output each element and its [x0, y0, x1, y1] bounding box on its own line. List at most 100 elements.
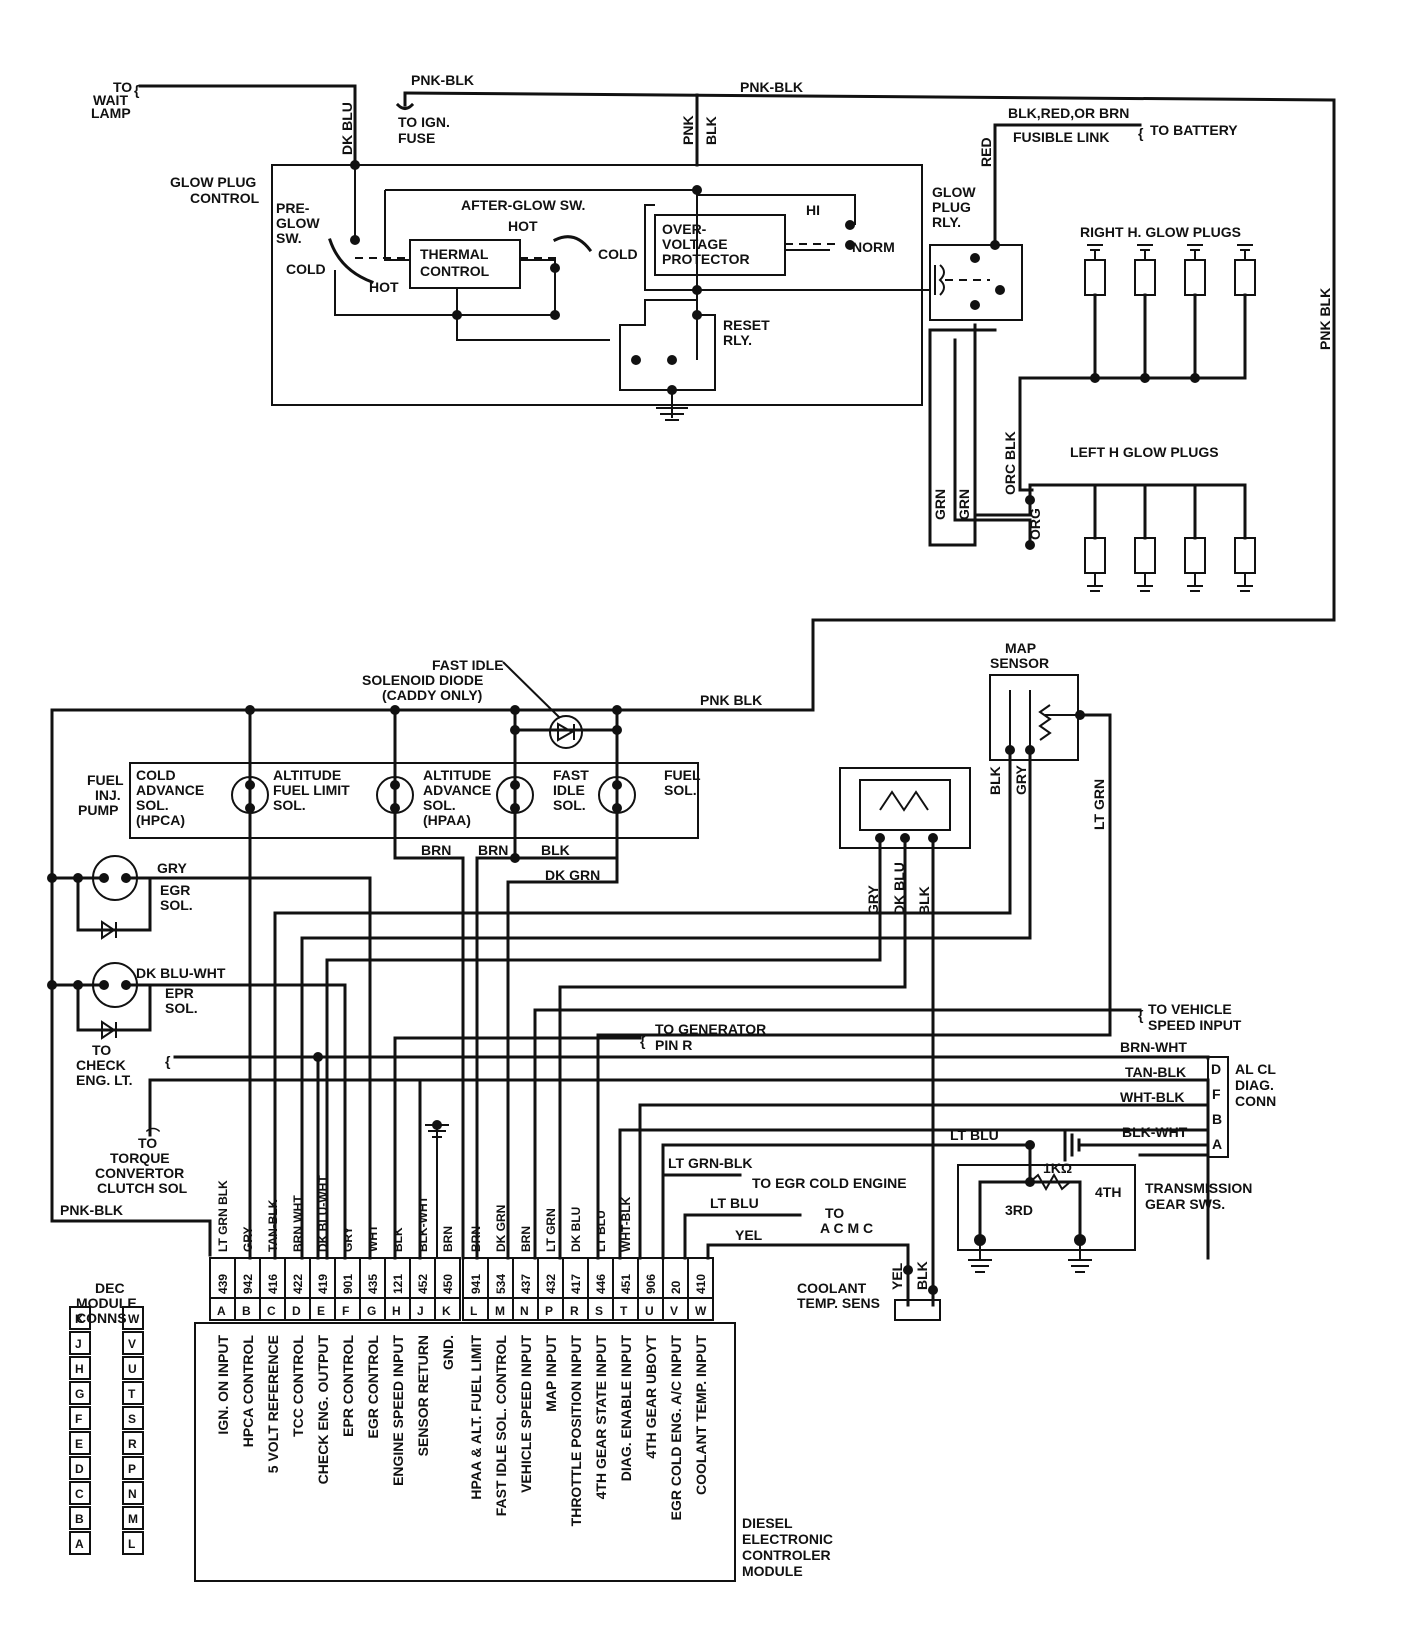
svg-text:GLOW: GLOW	[932, 184, 976, 200]
circuit-number: 416	[266, 1274, 280, 1294]
svg-text:A: A	[75, 1537, 84, 1551]
svg-text:P: P	[128, 1462, 136, 1476]
legend-pin: J	[69, 1331, 91, 1355]
wire-color: BLK	[391, 1227, 405, 1252]
svg-text:ELECTRONIC: ELECTRONIC	[742, 1531, 833, 1547]
svg-text:(CADDY ONLY): (CADDY ONLY)	[382, 687, 482, 703]
svg-text:FUEL: FUEL	[87, 772, 124, 788]
pin-function: ENGINE SPEED INPUT	[390, 1335, 406, 1486]
throttle-position-sensor: GRY DK BLU BLK	[325, 767, 971, 1307]
svg-text:ENG. LT.: ENG. LT.	[76, 1072, 133, 1088]
circuit-number: 121	[391, 1274, 405, 1294]
glow-plug-icon	[1184, 483, 1206, 592]
glow-plug-icon	[1084, 483, 1106, 592]
pin-function: 4TH GEAR STATE INPUT	[593, 1335, 609, 1500]
svg-text:CONTROL: CONTROL	[420, 263, 490, 279]
svg-text:FUEL: FUEL	[664, 767, 701, 783]
svg-text:SENSOR: SENSOR	[990, 655, 1049, 671]
pin-letter: P	[545, 1304, 553, 1318]
svg-text:GRY: GRY	[1013, 765, 1029, 795]
svg-text:HOT: HOT	[508, 218, 538, 234]
svg-text:EPR: EPR	[165, 985, 194, 1001]
svg-text:SOL.: SOL.	[664, 782, 697, 798]
svg-text:⌒: ⌒	[145, 1127, 160, 1143]
svg-text:YEL: YEL	[735, 1227, 763, 1243]
svg-text:GRN: GRN	[932, 489, 948, 520]
svg-text:PUMP: PUMP	[78, 802, 118, 818]
svg-text:TO EGR COLD ENGINE: TO EGR COLD ENGINE	[752, 1175, 907, 1191]
svg-text:H: H	[75, 1362, 84, 1376]
svg-text:GEAR SWS.: GEAR SWS.	[1145, 1196, 1225, 1212]
svg-text:W: W	[128, 1312, 140, 1326]
svg-text:J: J	[75, 1337, 82, 1351]
circuit-number: 417	[569, 1274, 583, 1294]
wire-color: BRN	[519, 1226, 533, 1252]
legend-pin: V	[122, 1331, 144, 1355]
top-wiring	[50, 84, 1336, 1257]
svg-text:ADVANCE: ADVANCE	[423, 782, 491, 798]
svg-text:PRE-: PRE-	[276, 200, 310, 216]
svg-text:(HPCA): (HPCA)	[136, 812, 185, 828]
svg-text:LT BLU: LT BLU	[950, 1127, 999, 1143]
svg-text:GRY: GRY	[157, 860, 187, 876]
svg-text:LEFT H GLOW PLUGS: LEFT H GLOW PLUGS	[1070, 444, 1219, 460]
svg-text:L: L	[128, 1537, 135, 1551]
pin-letter: D	[292, 1304, 301, 1318]
circuit-number: 439	[216, 1274, 230, 1294]
svg-text:PROTECTOR: PROTECTOR	[662, 251, 750, 267]
svg-text:DK GRN: DK GRN	[545, 867, 600, 883]
svg-text:DK BLU: DK BLU	[339, 102, 355, 155]
pin-letter: R	[570, 1304, 579, 1318]
circuit-number: 451	[619, 1274, 633, 1294]
svg-text:VOLTAGE: VOLTAGE	[662, 236, 728, 252]
pin-letter: T	[620, 1304, 628, 1318]
svg-text:F: F	[75, 1412, 82, 1426]
legend-pin: F	[69, 1406, 91, 1430]
legend-pin: K	[69, 1306, 91, 1330]
wire-color: DK GRN	[494, 1205, 508, 1252]
wire-color: LT GRN BLK	[216, 1180, 230, 1252]
pin-function: 4TH GEAR UBOYT	[643, 1335, 659, 1459]
svg-text:K: K	[75, 1312, 84, 1326]
pin-function: MAP INPUT	[543, 1335, 559, 1412]
svg-text:EGR: EGR	[160, 882, 190, 898]
pin-function: DIAG. ENABLE INPUT	[618, 1335, 634, 1482]
wire-color: GRY	[241, 1226, 255, 1252]
svg-text:PNK: PNK	[680, 115, 696, 145]
circuit-number: 452	[416, 1274, 430, 1294]
svg-text:DIAG.: DIAG.	[1235, 1077, 1274, 1093]
svg-text:SOL.: SOL.	[273, 797, 306, 813]
side-connections: TO CHECK ENG. LT. TO TORQUE CONVERTOR CL…	[60, 1001, 1242, 1260]
pin-function: IGN. ON INPUT	[215, 1335, 231, 1435]
svg-text:(HPAA): (HPAA)	[423, 812, 471, 828]
svg-text:THERMAL: THERMAL	[420, 246, 489, 262]
svg-text:PNK-BLK: PNK-BLK	[60, 1202, 123, 1218]
circuit-number: 450	[441, 1274, 455, 1294]
legend-pin: D	[69, 1456, 91, 1480]
pin-function: THROTTLE POSITION INPUT	[568, 1335, 584, 1527]
map-sensor: MAP SENSOR BLK GRY LT GRN	[273, 640, 1112, 1260]
legend-pin: R	[122, 1431, 144, 1455]
pin-function: HPAA & ALT. FUEL LIMIT	[468, 1335, 484, 1500]
svg-text:TORQUE: TORQUE	[110, 1150, 170, 1166]
wire-color: TAN-BLK	[266, 1199, 280, 1252]
svg-text:{: {	[134, 82, 140, 98]
svg-text:R: R	[128, 1437, 137, 1451]
svg-text:ORG: ORG	[1027, 508, 1043, 540]
svg-text:FAST IDLE: FAST IDLE	[432, 657, 504, 673]
svg-text:DK BLU: DK BLU	[891, 862, 907, 915]
wire-color: BRN WHT	[291, 1195, 305, 1252]
wire-color: BRN	[469, 1226, 483, 1252]
svg-text:RED: RED	[978, 137, 994, 167]
svg-text:TO: TO	[113, 79, 132, 95]
pin-letter: L	[470, 1304, 477, 1318]
wire-color: LT BLU	[594, 1210, 608, 1252]
svg-text:D: D	[1211, 1061, 1221, 1077]
svg-text:TRANSMISSION: TRANSMISSION	[1145, 1180, 1252, 1196]
